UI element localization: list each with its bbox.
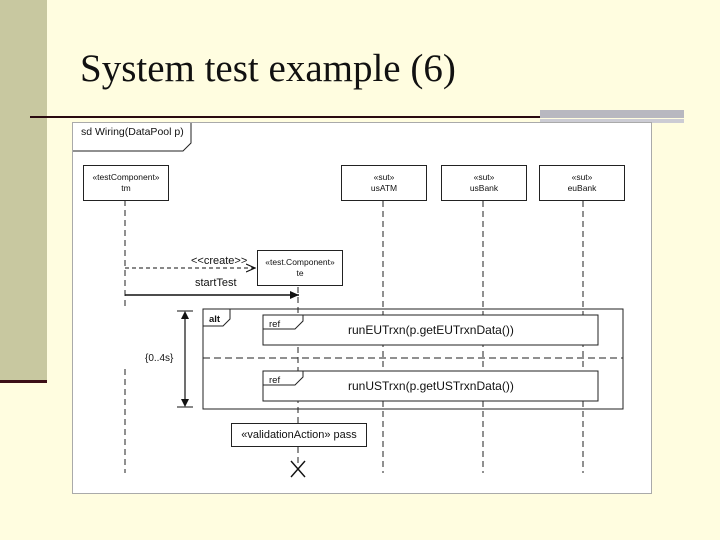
lifeline-name: te	[296, 268, 304, 278]
start-message-label: startTest	[195, 277, 237, 289]
lifeline-name: tm	[121, 183, 131, 193]
duration-constraint: {0..4s}	[145, 353, 174, 364]
left-accent-bar	[0, 0, 47, 383]
lifeline-head-usbank: «sut» usBank	[441, 165, 527, 201]
lifeline-head-tm: «testComponent» tm	[83, 165, 169, 201]
ref-keyword: ref	[269, 319, 281, 330]
ref-box-1	[262, 314, 599, 346]
stereotype-label: «sut»	[473, 172, 495, 182]
stereotype-label: «sut»	[373, 172, 395, 182]
frame-label-border	[73, 123, 192, 152]
stereotype-label: «sut»	[571, 172, 593, 182]
stereotype-label: «testComponent»	[92, 172, 160, 182]
stereotype-label: «test.Component»	[265, 257, 335, 267]
ref-box-2	[262, 370, 599, 402]
create-message-label: <<create>>	[191, 255, 248, 267]
diagram-lines	[73, 123, 624, 478]
sequence-diagram: sd Wiring(DataPool p) «testComponent» tm…	[72, 122, 652, 494]
lifeline-head-eubank: «sut» euBank	[539, 165, 625, 201]
validation-action-box: «validationAction» pass	[231, 423, 367, 447]
title-rule	[30, 116, 540, 118]
alt-operator: alt	[209, 314, 221, 325]
left-accent-rule	[0, 380, 47, 383]
decorative-bar	[540, 110, 684, 118]
frame-label: sd Wiring(DataPool p)	[81, 126, 184, 138]
lifeline-name: usATM	[370, 183, 398, 193]
ref-expression: runUSTrxn(p.getUSTrxnData())	[348, 379, 514, 393]
slide-title: System test example (6)	[80, 47, 456, 90]
ref-keyword: ref	[269, 375, 281, 386]
lifeline-name: usBank	[469, 183, 499, 193]
lifeline-name: euBank	[567, 183, 597, 193]
ref-expression: runEUTrxn(p.getEUTrxnData())	[348, 323, 514, 337]
lifeline-head-te: «test.Component» te	[257, 250, 343, 286]
decorative-bar-shadow	[540, 119, 684, 123]
alt-fragment	[202, 308, 624, 410]
lifeline-head-usatm: «sut» usATM	[341, 165, 427, 201]
